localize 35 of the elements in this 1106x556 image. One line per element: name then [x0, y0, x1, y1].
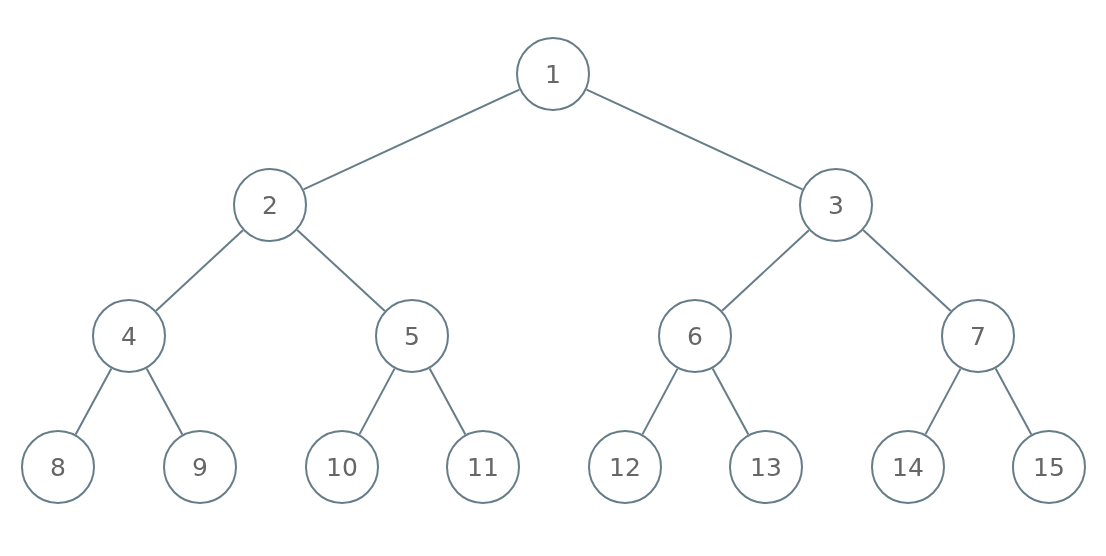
tree-node-circle [799, 168, 873, 242]
tree-edge-line [145, 367, 184, 436]
tree-edge-line [296, 229, 386, 312]
tree-node-circle [941, 299, 1015, 373]
tree-edge-line [924, 367, 962, 436]
node-label: 5 [404, 321, 420, 351]
node-label: 14 [892, 452, 924, 482]
tree-edge-line [994, 367, 1033, 436]
tree-edge-line [641, 367, 679, 436]
node-label: 12 [609, 452, 641, 482]
tree-node-circle [375, 299, 449, 373]
tree-node-circle [233, 168, 307, 242]
node-label: 4 [121, 321, 137, 351]
node-label: 9 [192, 452, 208, 482]
node-label: 11 [467, 452, 499, 482]
tree-edge-line [721, 229, 810, 312]
node-label: 1 [545, 59, 561, 89]
tree-edge-line [358, 367, 396, 436]
node-label: 10 [326, 452, 358, 482]
node-label: 7 [970, 321, 986, 351]
tree-edge-line [302, 88, 521, 191]
tree-edge-line [74, 367, 113, 436]
node-label: 8 [50, 452, 66, 482]
node-label: 13 [750, 452, 782, 482]
tree-node-circle [658, 299, 732, 373]
node-label: 6 [687, 321, 703, 351]
tree-edge-line [711, 367, 750, 436]
node-label: 3 [828, 190, 844, 220]
node-label: 15 [1033, 452, 1065, 482]
tree-edge-line [862, 229, 952, 312]
tree-edge-line [428, 367, 467, 436]
tree-edge-line [585, 88, 804, 191]
tree-node-circle [92, 299, 166, 373]
node-label: 2 [262, 190, 278, 220]
tree-edge-line [155, 229, 244, 312]
